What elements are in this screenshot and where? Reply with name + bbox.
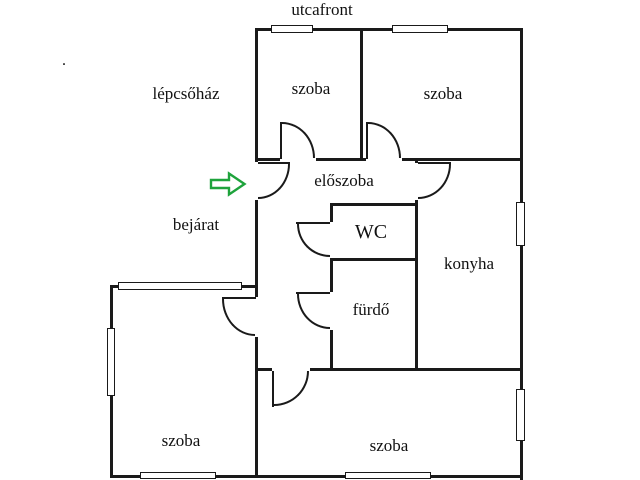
wall-wc-bath-left-c bbox=[330, 330, 333, 371]
window-bottom-right bbox=[345, 472, 431, 479]
room-label-bottom-right: szoba bbox=[369, 436, 409, 455]
window-room-bl-top bbox=[118, 282, 242, 290]
door-room-top-right-leaf bbox=[366, 122, 368, 159]
wall-wc-top bbox=[330, 203, 418, 206]
wall-bottom-rooms-divider bbox=[255, 337, 258, 478]
door-kitchen-arc bbox=[418, 164, 451, 199]
door-bathroom-leaf bbox=[296, 292, 330, 294]
wall-kitchen-left-a bbox=[415, 158, 418, 163]
wall-outer-top bbox=[255, 28, 523, 31]
wall-wc-bath-left-a bbox=[330, 203, 333, 222]
door-bathroom-arc bbox=[297, 294, 330, 329]
window-bottom-left bbox=[140, 472, 216, 479]
door-room-top-left-arc bbox=[282, 122, 315, 158]
wall-hall-top-b bbox=[316, 158, 366, 161]
door-room-br-arc bbox=[274, 371, 309, 406]
door-kitchen-leaf bbox=[418, 162, 451, 164]
stairwell-label: lépcsőház bbox=[152, 84, 220, 103]
window-right-kitchen bbox=[516, 202, 525, 246]
door-entrance-arc bbox=[258, 164, 290, 199]
wall-outer-left-upper bbox=[255, 28, 258, 162]
wall-room-br-top-b bbox=[310, 368, 523, 371]
window-top-right bbox=[392, 25, 448, 33]
street-front-label: utcafront bbox=[291, 0, 353, 19]
window-room-bl-left bbox=[107, 328, 115, 396]
stray-dot: . bbox=[62, 52, 66, 69]
wall-outer-right bbox=[520, 28, 523, 480]
door-wc-leaf bbox=[296, 222, 330, 224]
window-right-room bbox=[516, 389, 525, 441]
entrance-label: bejárat bbox=[172, 215, 220, 234]
wall-kitchen-left-b bbox=[415, 200, 418, 371]
door-room-br-leaf bbox=[272, 371, 274, 407]
door-room-top-left-leaf bbox=[280, 122, 282, 159]
door-room-bl-leaf bbox=[222, 297, 256, 299]
kitchen-label: konyha bbox=[443, 254, 495, 273]
wc-label: WC bbox=[354, 221, 388, 243]
room-label-top-left: szoba bbox=[291, 79, 331, 98]
wall-hall-top-a bbox=[255, 158, 280, 161]
room-label-bottom-left: szoba bbox=[161, 431, 201, 450]
door-room-top-right-arc bbox=[368, 122, 401, 158]
wall-room-br-top-a bbox=[255, 368, 272, 371]
door-entrance-leaf bbox=[258, 162, 290, 164]
wall-outer-left-mid bbox=[255, 200, 258, 297]
door-room-bl-arc bbox=[222, 299, 255, 336]
entrance-arrow-icon bbox=[209, 171, 247, 197]
wall-wc-bath-left-b bbox=[330, 258, 333, 292]
hall-label: előszoba bbox=[314, 171, 374, 190]
room-label-top-right: szoba bbox=[423, 84, 463, 103]
wall-outer-bottom bbox=[110, 475, 523, 478]
door-wc-arc bbox=[297, 224, 330, 257]
bathroom-label: fürdő bbox=[352, 300, 390, 319]
window-top-left bbox=[271, 25, 313, 33]
wall-hall-top-c bbox=[402, 158, 523, 161]
wall-top-rooms-divider bbox=[360, 28, 363, 161]
wall-wc-bath-divider bbox=[330, 258, 418, 261]
